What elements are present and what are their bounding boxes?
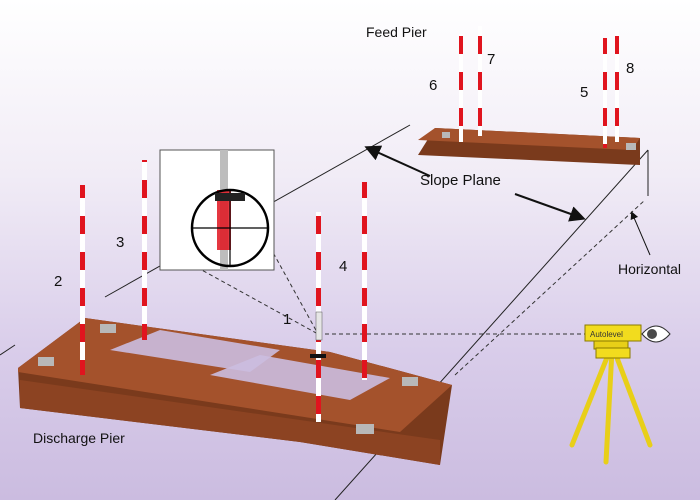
slope-plane-label: Slope Plane — [420, 172, 501, 189]
rod-number-7: 7 — [487, 51, 496, 68]
discharge-rods — [80, 160, 367, 422]
tripod — [569, 347, 653, 465]
rod-7 — [478, 26, 482, 136]
rod-8 — [615, 30, 619, 142]
slope-arrow-lower — [514, 193, 586, 222]
rod-4 — [362, 182, 367, 380]
autolevel-label: Autolevel — [590, 330, 623, 339]
rod-number-1: 1 — [283, 311, 292, 328]
rod-2 — [80, 185, 85, 375]
rod-number-6: 6 — [429, 77, 438, 94]
rod-number-2: 2 — [54, 273, 63, 290]
horizontal-arrow — [630, 211, 651, 256]
discharge-pier-label: Discharge Pier — [33, 430, 125, 446]
magnifier-inset — [159, 149, 275, 271]
rod-3 — [142, 160, 147, 340]
feed-pier-frame — [418, 128, 640, 165]
rod-number-8: 8 — [626, 60, 635, 77]
level-instrument — [584, 324, 642, 350]
discharge-pier-frame — [18, 318, 452, 465]
feed-rods — [459, 26, 619, 148]
feed-pier-label: Feed Pier — [366, 24, 427, 40]
eye-icon — [641, 325, 671, 343]
rod-6 — [459, 34, 463, 142]
rod-number-4: 4 — [339, 258, 348, 275]
horizontal-label: Horizontal — [618, 261, 682, 277]
rod-number-3: 3 — [116, 234, 125, 251]
rod-5 — [603, 38, 607, 148]
slope-arrow-upper — [364, 145, 431, 177]
rod-number-5: 5 — [580, 84, 589, 101]
